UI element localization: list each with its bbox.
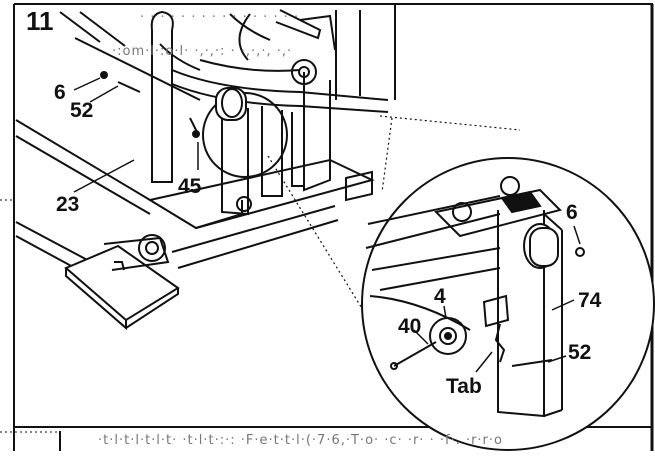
callout-23: 23 (56, 193, 80, 216)
elliptical-frame (15, 4, 396, 331)
callout-40: 40 (398, 315, 422, 338)
callout-6-detail: 6 (566, 201, 578, 224)
callout-52-main: 52 (70, 99, 94, 122)
callout-4: 4 (434, 285, 446, 308)
header-text-line-2: ·:om·l·:o·l· ·,·,·: · ·,·,·, ·,· (112, 44, 293, 59)
header-text-line-1: · · · · · · · · · · · · · · · · (140, 10, 300, 25)
step-number: 11 (26, 6, 54, 36)
callout-tab: Tab (446, 375, 482, 398)
callout-74: 74 (578, 289, 602, 312)
callout-52-detail: 52 (568, 341, 592, 364)
callout-45: 45 (178, 175, 202, 198)
detail-connectors (267, 115, 521, 371)
footer-text: ·t·l·t·l·t·l·t· ·t·l·t·:·: ·F·e·t·t·l·(·… (98, 433, 503, 448)
leader-lines (73, 77, 199, 193)
detail-view (361, 157, 655, 451)
callout-6-main: 6 (54, 81, 66, 104)
